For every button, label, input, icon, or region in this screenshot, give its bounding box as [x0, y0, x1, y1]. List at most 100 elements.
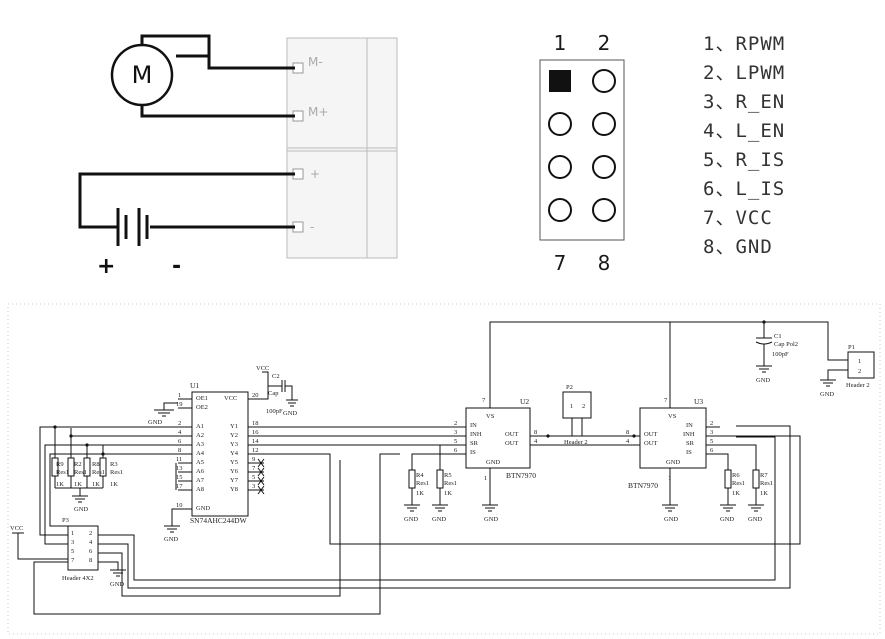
u3-half-bridge: U3 BTN7970 IN INH SR IS VS OUT OUT GND 2…	[622, 397, 773, 523]
resistor-ref: R7	[760, 472, 768, 479]
header-col-label-1: 1	[554, 31, 567, 55]
u1-pin-label: Y8	[230, 486, 238, 493]
res-gnd-label: GND	[74, 506, 88, 513]
c1-part: Cap Pol2	[774, 341, 798, 348]
u1-pin-num: 4	[178, 429, 182, 436]
pin-header-diagram: 1 2 7 8	[539, 31, 625, 275]
u2-pin-label: IN	[470, 422, 477, 429]
c2-value: 100pF	[266, 408, 283, 415]
pin-8-circle	[592, 198, 616, 222]
u1-pin-num: 15	[176, 474, 183, 481]
resistor-ref: R8	[92, 461, 100, 468]
circuit-schematic: U1 SN74AHC244DW OE1 OE2 A1 A2 A3 A4 A5 A…	[7, 303, 881, 635]
u1-pin-label: Y5	[230, 459, 238, 466]
u1-pin-label: Y2	[230, 432, 238, 439]
u3-pin-num: 3	[710, 429, 713, 436]
pin-4-circle	[592, 112, 616, 136]
p3-gnd: GND	[110, 581, 124, 588]
r6-gnd: GND	[720, 516, 734, 523]
pin-3-circle	[548, 112, 572, 136]
u1-pin-label: Y3	[230, 441, 238, 448]
terminal-label-2: M+	[308, 105, 328, 119]
u3-gnd: GND	[664, 516, 678, 523]
p3-vcc: VCC	[10, 525, 23, 532]
u1-gnd-label: GND	[148, 419, 162, 426]
u3-pin-label: INH	[683, 431, 695, 438]
pin-function-list: 1、RPWM 2、LPWM 3、R_EN 4、L_EN 5、R_IS 6、L_I…	[703, 33, 785, 258]
c1-gnd: GND	[756, 377, 770, 384]
p3-pin: 8	[89, 557, 92, 564]
motor-wiring-diagram: M- M+ + - M + -	[78, 34, 398, 279]
pin-list-item: 2、LPWM	[703, 62, 785, 84]
resistor-part: Res1	[416, 480, 429, 487]
p1-gnd: GND	[820, 391, 834, 398]
u1-pin-num: 7	[252, 465, 256, 472]
u3-pin-label: OUT	[644, 431, 657, 438]
resistor-ref: R3	[110, 461, 118, 468]
u3-pin-label: GND	[666, 459, 680, 466]
p3-pin: 4	[89, 539, 93, 546]
u3-ref: U3	[694, 397, 703, 406]
u1-pin-label: Y6	[230, 468, 239, 475]
u1-pin-label: A2	[196, 432, 204, 439]
pin-list-item: 7、VCC	[703, 207, 773, 229]
resistor-part: Res1	[110, 469, 123, 476]
pin-list-item: 5、R_IS	[703, 149, 785, 171]
c2-ref: C2	[272, 373, 280, 380]
u3-pin-num: 4	[626, 438, 630, 445]
r5-gnd: GND	[432, 516, 446, 523]
u2-pin-num: 8	[534, 429, 537, 436]
u1-buffer-ic: U1 SN74AHC244DW OE1 OE2 A1 A2 A3 A4 A5 A…	[148, 365, 298, 543]
pin-list-item: 3、R_EN	[703, 91, 785, 113]
u1-pin-num: 6	[178, 438, 182, 445]
u2-pin-label: INH	[470, 431, 482, 438]
resistor-ref: R9	[56, 461, 64, 468]
u1-pin-num: 19	[176, 401, 183, 408]
u1-pin-label: OE1	[196, 395, 208, 402]
u3-pin-num: 8	[626, 429, 629, 436]
resistor-value: 1K	[56, 481, 64, 488]
resistor-part: Res1	[74, 469, 87, 476]
u1-pin-num: 16	[252, 429, 259, 436]
u1-pin-num: 3	[252, 483, 255, 490]
terminal-label-4: -	[310, 220, 314, 234]
u1-ref: U1	[190, 381, 199, 390]
p1-ref: P1	[848, 344, 855, 351]
u1-pin-num: 2	[178, 420, 181, 427]
u3-part: BTN7970	[628, 481, 658, 490]
u1-pin-label: Y7	[230, 477, 239, 484]
battery-plus-label: +	[97, 254, 115, 279]
resistor-ref: R6	[732, 472, 740, 479]
u2-pin-label: IS	[470, 449, 476, 456]
pin-5-circle	[548, 155, 572, 179]
header-col-label-2: 2	[598, 31, 611, 55]
u1-pin-label: A8	[196, 486, 204, 493]
pin-list-item: 4、L_EN	[703, 120, 785, 142]
u1-pin-num: 9	[252, 456, 255, 463]
u2-pin-num: 2	[454, 420, 457, 427]
resistor-part: Res1	[732, 480, 745, 487]
p1-pin: 2	[858, 368, 861, 375]
header-col-label-8: 8	[598, 251, 611, 275]
p1-pin: 1	[858, 358, 861, 365]
resistor-ref: R5	[444, 472, 452, 479]
u3-pin-label: VS	[668, 413, 677, 420]
u1-pin-num: 11	[176, 456, 182, 463]
u1-pin-label: OE2	[196, 404, 208, 411]
u3-pin-num: 7	[664, 397, 668, 404]
c2-part: Cap	[268, 390, 278, 397]
u2-part: BTN7970	[506, 471, 536, 480]
u1-pin-num: 18	[252, 420, 259, 427]
u1-vcc-label: VCC	[256, 365, 269, 372]
p3-part: Header 4X2	[62, 575, 94, 582]
pin-list-item: 8、GND	[703, 236, 773, 258]
u1-pin-num: 1	[178, 392, 181, 399]
c1-value: 100pF	[772, 351, 789, 358]
u2-pin-label: OUT	[505, 440, 518, 447]
p3-pin: 7	[71, 557, 75, 564]
p3-pin: 6	[89, 548, 93, 555]
resistor-value: 1K	[444, 490, 452, 497]
resistor-value: 1K	[92, 481, 100, 488]
resistor-part: Res1	[56, 469, 69, 476]
u1-pin-label: VCC	[224, 395, 237, 402]
